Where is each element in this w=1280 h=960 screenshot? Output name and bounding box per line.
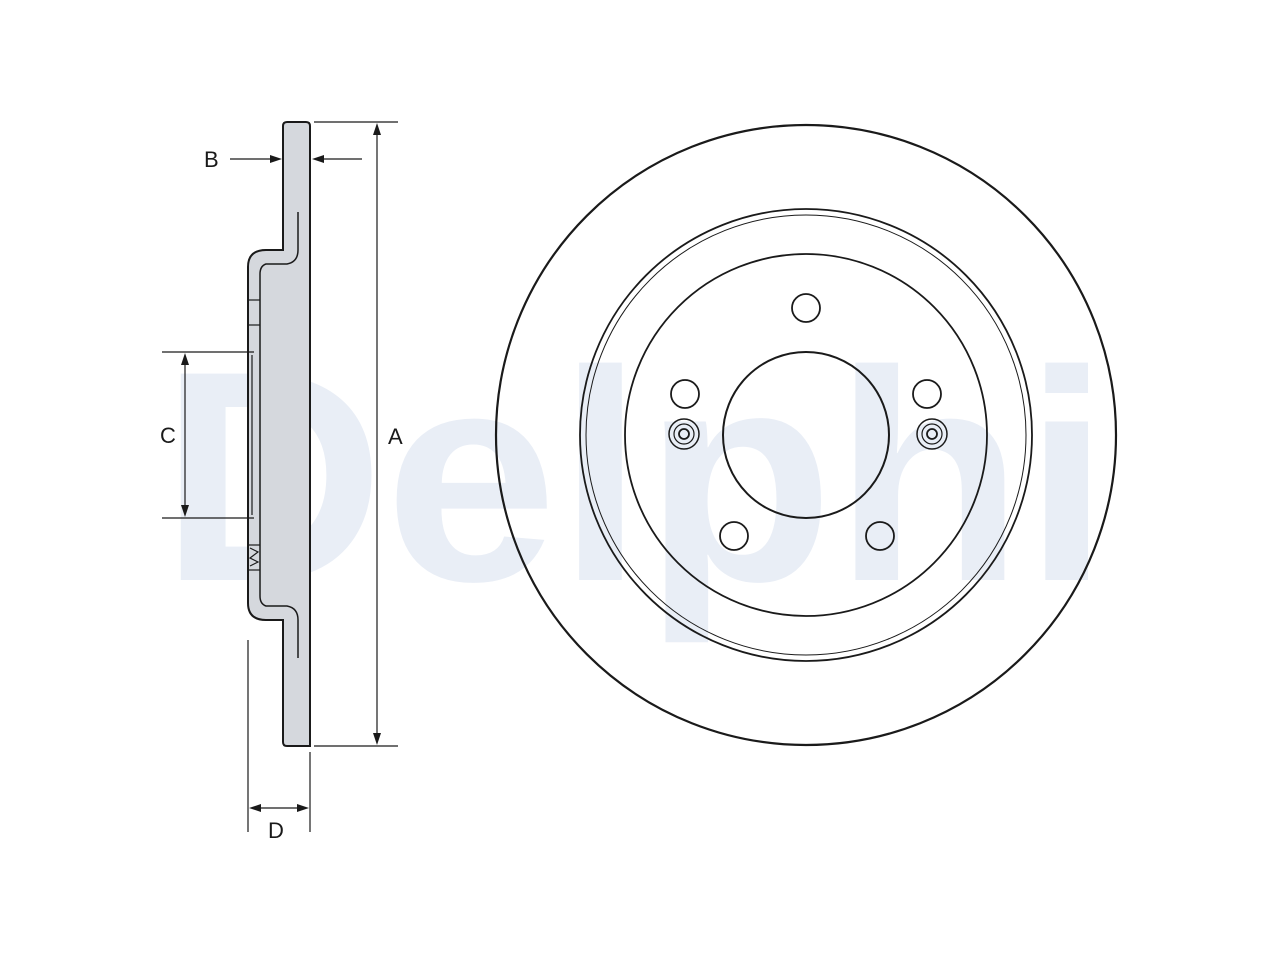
- hat-inner-contour: [259, 249, 299, 621]
- dim-a-arrow-top: [373, 123, 381, 135]
- screw-hole-left-outer: [668, 418, 700, 450]
- brand-watermark: Delphi: [160, 308, 1110, 646]
- bolt-section: [248, 547, 260, 567]
- screw-hole-right-mid: [921, 423, 943, 445]
- dim-b-arrow-right: [312, 155, 324, 163]
- dim-label-c: C: [160, 423, 176, 448]
- center-bore: [722, 351, 890, 519]
- friction-ring-inner-edge: [579, 208, 1033, 662]
- bolt-hole-bottom-left: [719, 521, 749, 551]
- disc-cross-section: [247, 121, 311, 747]
- dim-d-arrow-right: [297, 804, 309, 812]
- screw-hole-left-inner: [678, 428, 690, 440]
- dim-b-arrow-left: [270, 155, 282, 163]
- friction-ring-inner-edge-2: [585, 214, 1027, 656]
- screw-hole-right-outer: [916, 418, 948, 450]
- bolt-hole-top: [791, 293, 821, 323]
- bolt-hole-bottom-right: [865, 521, 895, 551]
- dim-c-arrow-bottom: [181, 505, 189, 517]
- dim-d-arrow-left: [249, 804, 261, 812]
- bolt-hole-right: [912, 379, 942, 409]
- dim-c-arrow-top: [181, 353, 189, 365]
- dim-label-b: B: [204, 147, 219, 172]
- disc-front-view: [494, 123, 1118, 747]
- disc-outer-edge: [494, 123, 1118, 747]
- dim-label-d: D: [268, 818, 284, 843]
- hat-edge: [624, 253, 988, 617]
- bolt-hole-left: [670, 379, 700, 409]
- dimension-lines: [162, 121, 398, 832]
- screw-hole-right-inner: [926, 428, 938, 440]
- dim-a-arrow-bottom: [373, 733, 381, 745]
- screw-hole-left-mid: [673, 423, 695, 445]
- dim-label-a: A: [388, 424, 403, 449]
- disc-side-view: [247, 121, 311, 747]
